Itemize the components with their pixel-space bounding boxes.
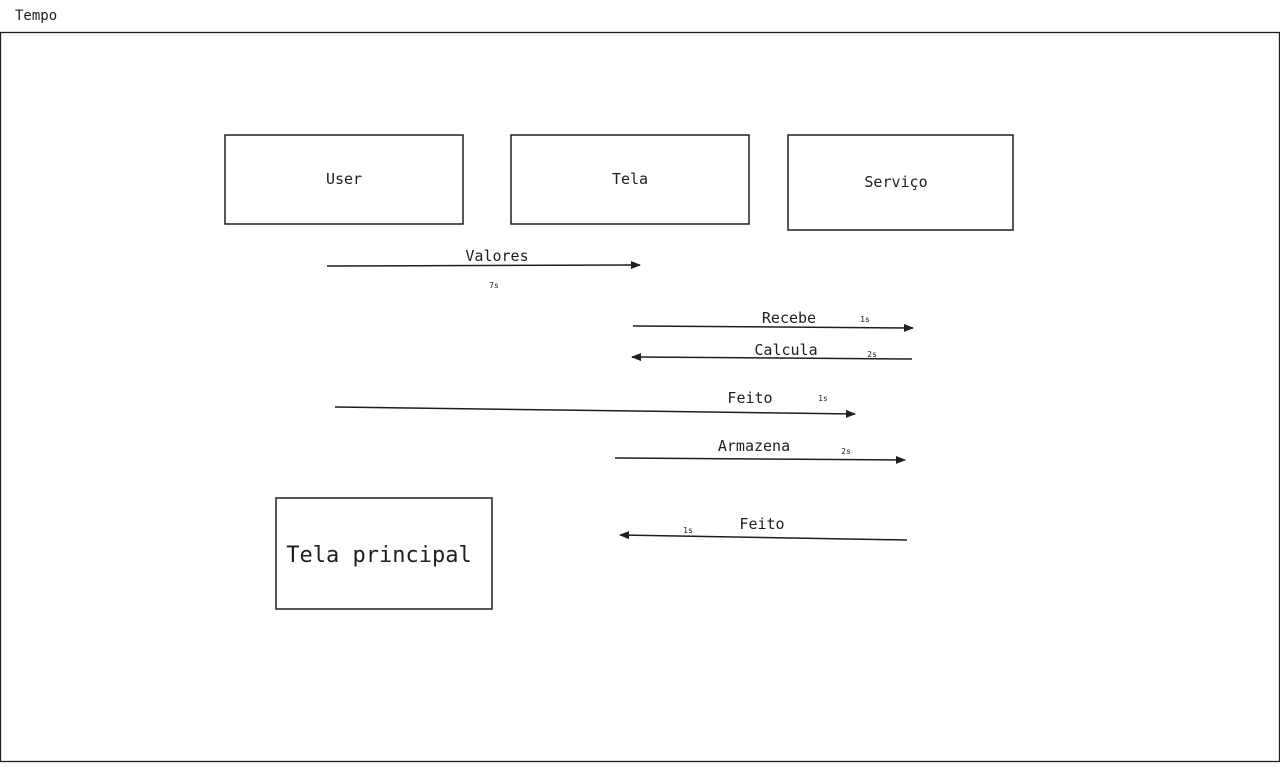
message-valores-duration: 7s bbox=[489, 281, 499, 290]
message-valores-label: Valores bbox=[465, 247, 528, 265]
message-calcula[interactable]: Calcula 2s bbox=[631, 341, 913, 362]
message-valores[interactable]: Valores 7s bbox=[326, 247, 641, 290]
message-calcula-label: Calcula bbox=[754, 341, 817, 359]
box-tela[interactable]: Tela bbox=[510, 134, 750, 225]
message-feito-2-label: Feito bbox=[739, 515, 784, 533]
message-armazena-label: Armazena bbox=[718, 437, 790, 455]
message-recebe-arrow bbox=[632, 323, 914, 332]
message-calcula-arrow bbox=[631, 353, 913, 362]
message-feito-2-arrow bbox=[619, 531, 908, 541]
message-feito-2[interactable]: Feito 1s bbox=[619, 515, 908, 541]
box-user-label: User bbox=[326, 170, 362, 188]
box-tela-label: Tela bbox=[612, 170, 648, 188]
message-armazena-arrow bbox=[614, 455, 906, 464]
message-armazena[interactable]: Armazena 2s bbox=[614, 437, 906, 464]
message-feito-1[interactable]: Feito 1s bbox=[334, 389, 856, 418]
frame-border bbox=[0, 31, 1280, 763]
message-recebe-label: Recebe bbox=[762, 309, 816, 327]
message-recebe[interactable]: Recebe 1s bbox=[632, 309, 914, 332]
box-servico[interactable]: Serviço bbox=[787, 134, 1014, 231]
message-armazena-duration: 2s bbox=[841, 447, 851, 456]
frame-title: Tempo bbox=[15, 8, 58, 24]
message-recebe-duration: 1s bbox=[860, 315, 870, 324]
message-feito-1-label: Feito bbox=[727, 389, 772, 407]
box-tela-principal-label: Tela principal bbox=[286, 543, 471, 568]
message-feito-2-duration: 1s bbox=[683, 526, 693, 535]
box-user[interactable]: User bbox=[224, 134, 464, 225]
box-servico-label: Serviço bbox=[864, 173, 927, 191]
message-feito-1-arrow bbox=[334, 406, 856, 418]
message-valores-arrow bbox=[326, 261, 641, 270]
message-calcula-duration: 2s bbox=[867, 350, 877, 359]
box-tela-principal[interactable]: Tela principal bbox=[275, 497, 493, 610]
message-feito-1-duration: 1s bbox=[818, 394, 828, 403]
